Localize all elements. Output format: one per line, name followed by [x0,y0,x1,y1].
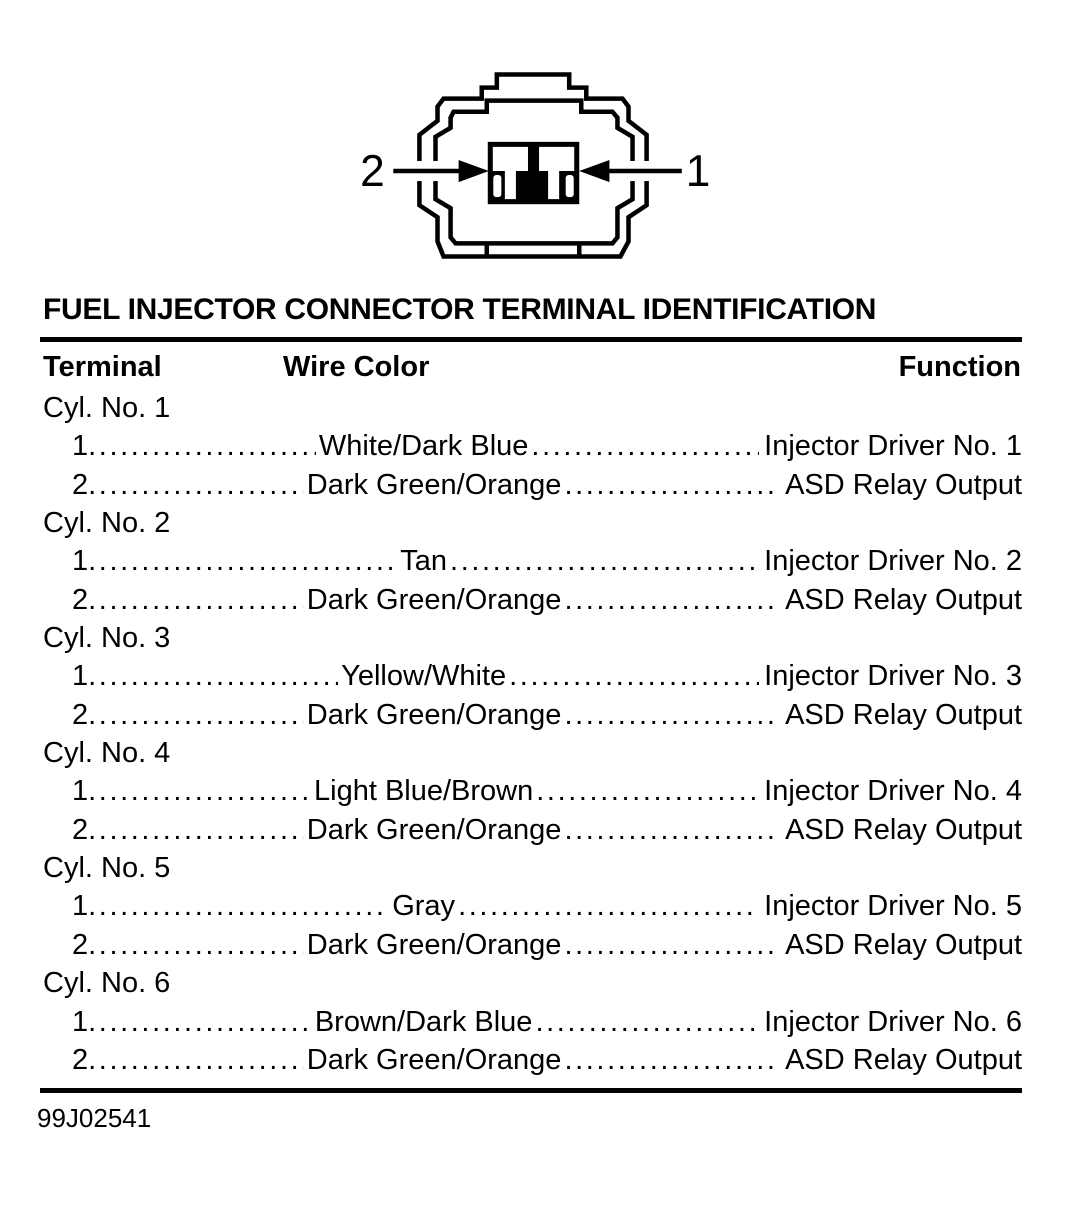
wire-color: Dark Green/Orange [306,813,562,846]
dot-leader: ........................................… [88,813,304,846]
group-label-cyl-6: Cyl. No. 6 [43,967,171,1000]
terminal-function: Injector Driver No. 4 [764,775,1022,808]
dot-leader: ........................................… [88,583,304,616]
terminal-1-callout-arrow [579,159,682,183]
dot-leader: ........................................… [564,698,780,731]
dot-leader: ........................................… [450,545,760,578]
title-divider-rule [40,337,1022,342]
terminal-function: ASD Relay Output [785,928,1023,961]
terminal-number: 1 [72,1005,89,1038]
wire-color: Gray [392,890,456,923]
terminal-number: 2 [72,468,89,501]
terminal-function: Injector Driver No. 5 [764,890,1022,923]
terminal-2-lock-slot [493,175,502,198]
wire-color: Dark Green/Orange [306,468,562,501]
fuel-injector-connector-diagram: 2 1 [360,72,711,259]
terminal-number: 1 [72,660,89,693]
terminal-number: 1 [72,545,89,578]
group-label-cyl-1: Cyl. No. 1 [43,392,171,424]
terminal-number: 1 [72,430,89,463]
wire-color: Dark Green/Orange [306,583,562,616]
group-label-cyl-4: Cyl. No. 4 [43,737,171,770]
terminal-cavities [487,141,580,205]
table-row: 2.......................................… [40,581,1022,619]
wire-color: Yellow/White [341,660,507,693]
terminal-function: ASD Relay Output [785,1043,1023,1076]
terminal-number: 1 [72,890,89,923]
connector-housing-outline [417,72,649,259]
table-row: 1.......................................… [40,657,1022,695]
terminal-2-label: 2 [360,147,385,196]
table-header-row: Terminal Wire Color Function [40,351,1022,389]
group-label-cyl-5: Cyl. No. 5 [43,852,171,885]
terminal-2-callout-arrow [393,159,489,183]
table-row: 1.......................................… [40,772,1022,810]
terminal-number: 2 [72,583,89,616]
wire-color: Dark Green/Orange [306,698,562,731]
terminal-table: Cyl. No. 1 1............................… [40,389,1022,1079]
dot-leader: ........................................… [564,1043,780,1076]
dot-leader: ........................................… [536,775,760,808]
terminal-function: Injector Driver No. 6 [764,1005,1022,1038]
dot-leader: ........................................… [88,698,304,731]
dot-leader: ........................................… [564,468,780,501]
dot-leader: ........................................… [564,813,780,846]
table-row: 1.......................................… [40,427,1022,465]
dot-leader: ........................................… [88,660,338,693]
terminal-number: 2 [72,1043,89,1076]
header-function: Function [898,351,1021,383]
header-wire-color: Wire Color [283,351,430,383]
table-row: 2.......................................… [40,811,1022,849]
terminal-function: ASD Relay Output [785,813,1023,846]
wire-color: Tan [400,545,448,578]
group-label-cyl-3: Cyl. No. 3 [43,622,171,655]
group-label-cyl-2: Cyl. No. 2 [43,507,171,540]
dot-leader: ........................................… [88,928,304,961]
terminal-number: 2 [72,698,89,731]
terminal-1-cavity [539,146,575,200]
terminal-function: ASD Relay Output [785,468,1023,501]
dot-leader: ........................................… [88,545,398,578]
dot-leader: ........................................… [531,430,759,463]
dot-leader: ........................................… [458,890,759,923]
dot-leader: ........................................… [88,890,389,923]
page-title: FUEL INJECTOR CONNECTOR TERMINAL IDENTIF… [43,293,877,326]
dot-leader: ........................................… [509,660,759,693]
table-row: 2.......................................… [40,696,1022,734]
dot-leader: ........................................… [88,1043,304,1076]
terminal-function: ASD Relay Output [785,583,1023,616]
terminal-2-cavity [492,146,528,200]
terminal-function: Injector Driver No. 1 [764,430,1023,463]
terminal-function: Injector Driver No. 2 [764,545,1023,578]
dot-leader: ........................................… [88,468,304,501]
wire-color: Dark Green/Orange [306,928,562,961]
table-row: 1.......................................… [40,887,1022,925]
wire-color: Brown/Dark Blue [314,1005,533,1038]
dot-leader: ........................................… [535,1005,760,1038]
footer-divider-rule [40,1088,1022,1093]
dot-leader: ........................................… [564,928,780,961]
terminal-number: 2 [72,928,89,961]
figure-id: 99J02541 [37,1103,152,1133]
terminal-function: ASD Relay Output [785,698,1023,731]
terminal-number: 1 [72,775,89,808]
table-row: 1.......................................… [40,1003,1022,1041]
dot-leader: ........................................… [88,775,312,808]
wire-color: White/Dark Blue [318,430,529,463]
terminal-number: 2 [72,813,89,846]
table-row: 1.......................................… [40,542,1022,580]
dot-leader: ........................................… [88,430,316,463]
wire-color: Light Blue/Brown [314,775,534,808]
terminal-function: Injector Driver No. 3 [764,660,1023,693]
terminal-1-lock-slot [565,175,574,198]
table-row: 2.......................................… [40,926,1022,964]
wire-color: Dark Green/Orange [306,1043,562,1076]
dot-leader: ........................................… [564,583,780,616]
header-terminal: Terminal [43,351,162,383]
table-row: 2.......................................… [40,466,1022,504]
dot-leader: ........................................… [88,1005,312,1038]
table-row: 2.......................................… [40,1041,1022,1079]
terminal-1-label: 1 [686,147,711,196]
